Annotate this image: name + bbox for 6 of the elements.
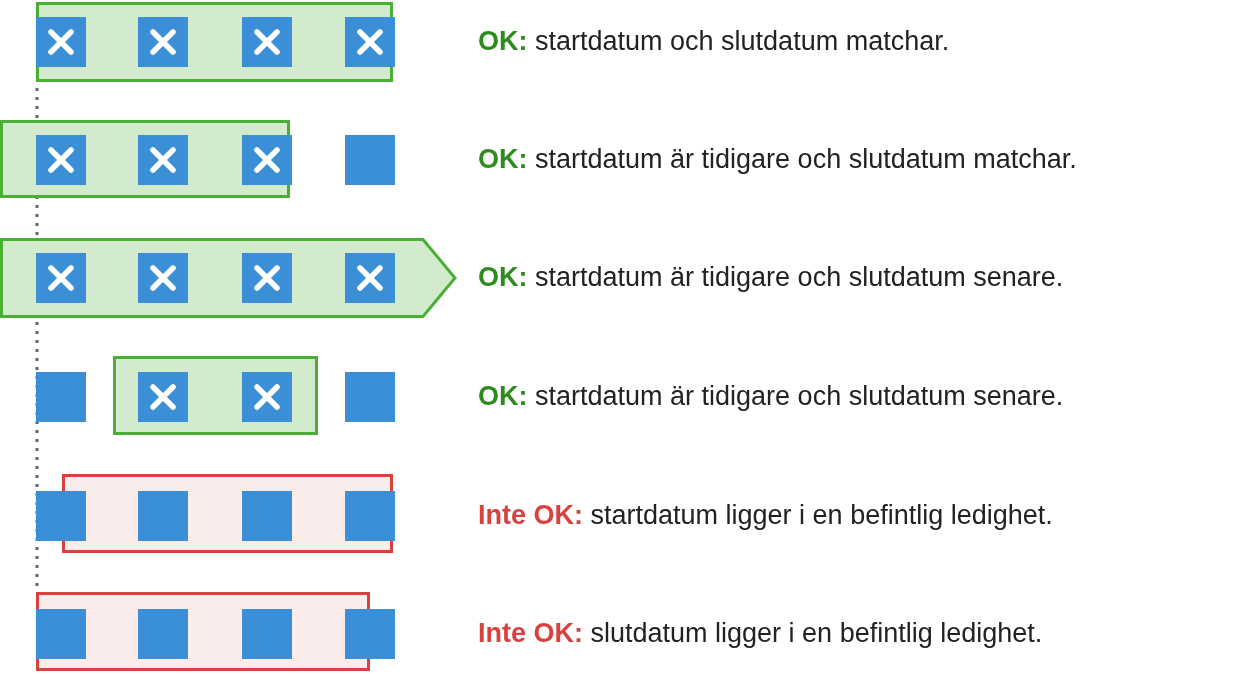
rule-description: OK: startdatum är tidigare och slutdatum senare. <box>478 383 1064 410</box>
rule-description: Inte OK: startdatum ligger i en befintlig ledighet. <box>478 502 1053 529</box>
rule-description: Inte OK: slutdatum ligger i en befintlig ledighet. <box>478 620 1043 647</box>
rule-description: OK: startdatum är tidigare och slutdatum matchar. <box>478 146 1077 173</box>
rule-description: OK: startdatum och slutdatum matchar. <box>478 28 950 55</box>
rule-description: OK: startdatum är tidigare och slutdatum senare. <box>478 264 1064 291</box>
